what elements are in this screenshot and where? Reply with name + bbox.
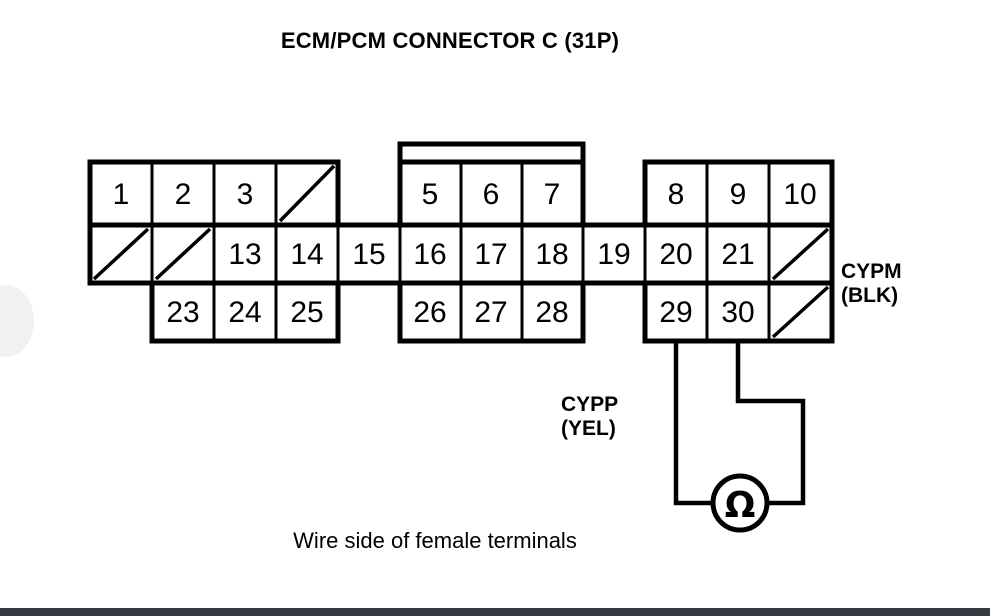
blank-cell-diagonal: [92, 227, 150, 281]
connector-row-middle: 13 14 15 16 17 18 19 20 21: [87, 222, 835, 286]
connector-block-middle-top: 5 6 7: [397, 141, 586, 228]
connector-locking-tab: [397, 141, 586, 165]
terminal-6: 6: [483, 178, 500, 211]
wire-label-cypm: CYPM (BLK): [841, 260, 902, 307]
terminal-28: 28: [535, 296, 568, 329]
bottom-bar: [0, 608, 990, 616]
blank-cell-diagonal: [771, 285, 830, 339]
terminal-13: 13: [228, 238, 261, 271]
blank-cell-diagonal: [154, 227, 212, 281]
wire-label-cypm-name: CYPM: [841, 260, 902, 283]
wire-label-cypp-color: (YEL): [561, 416, 616, 440]
wire-label-cypp: CYPP (YEL): [561, 393, 618, 440]
connector-block-right-top: 8 9 10: [642, 159, 835, 228]
ohm-icon: Ω: [725, 485, 756, 526]
terminal-1: 1: [113, 178, 130, 211]
terminal-10: 10: [783, 178, 816, 211]
terminal-14: 14: [290, 238, 323, 271]
terminal-29: 29: [659, 296, 692, 329]
test-lead-wires: [673, 341, 806, 506]
terminal-16: 16: [413, 238, 446, 271]
wire-label-cypm-color: (BLK): [841, 283, 899, 307]
connector-block-left-bottom: 23 24 25: [149, 280, 341, 344]
terminal-21: 21: [721, 238, 754, 271]
diagram-caption: Wire side of female terminals: [293, 528, 577, 553]
terminal-9: 9: [730, 178, 747, 211]
terminal-27: 27: [474, 296, 507, 329]
terminal-8: 8: [668, 178, 685, 211]
terminal-26: 26: [413, 296, 446, 329]
terminal-18: 18: [535, 238, 568, 271]
blank-cell-diagonal: [771, 227, 830, 281]
terminal-17: 17: [474, 238, 507, 271]
connector-block-middle-bottom: 26 27 28: [397, 280, 586, 344]
terminal-5: 5: [422, 178, 439, 211]
page-title: ECM/PCM CONNECTOR C (31P): [280, 28, 620, 53]
connector-block-left: 1 2 3: [87, 159, 341, 228]
blank-cell-diagonal: [278, 164, 336, 223]
terminal-7: 7: [544, 178, 561, 211]
test-lead-terminal-30: [735, 341, 806, 506]
terminal-19: 19: [597, 238, 630, 271]
wire-label-cypp-name: CYPP: [561, 393, 619, 416]
connector-block-right-bottom: 29 30: [642, 280, 835, 344]
terminal-23: 23: [166, 296, 199, 329]
terminal-3: 3: [237, 178, 254, 211]
terminal-25: 25: [290, 296, 323, 329]
terminal-30: 30: [721, 296, 754, 329]
terminal-20: 20: [659, 238, 692, 271]
terminal-24: 24: [228, 296, 261, 329]
terminal-15: 15: [352, 238, 385, 271]
test-lead-terminal-29: [673, 341, 713, 506]
ohmmeter-symbol: Ω: [710, 473, 770, 533]
terminal-2: 2: [175, 178, 192, 211]
